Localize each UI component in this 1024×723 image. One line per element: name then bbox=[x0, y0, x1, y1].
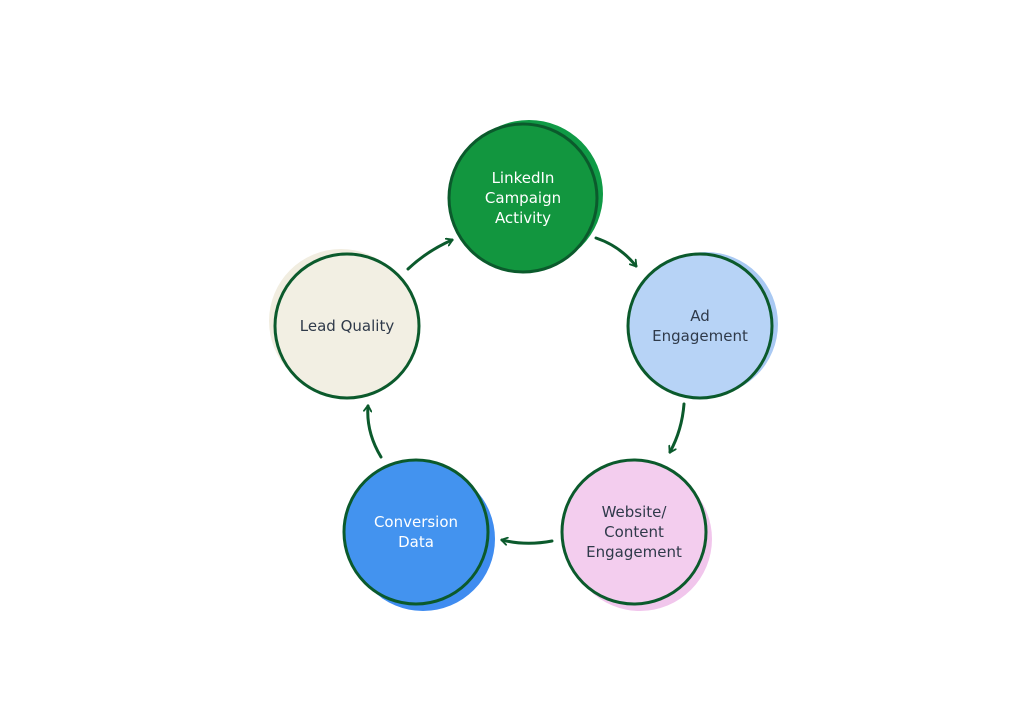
node-lead-circle bbox=[273, 252, 421, 400]
arrow-conversion-to-lead bbox=[368, 406, 383, 459]
cycle-arrows bbox=[368, 236, 686, 543]
arrow-website-to-conversion bbox=[502, 540, 554, 543]
node-website-label-line: Website/ bbox=[602, 503, 668, 521]
arrow-linkedin-to-ad bbox=[594, 236, 638, 268]
node-website-label-line: Content bbox=[604, 523, 664, 541]
node-lead-label-line: Lead Quality bbox=[300, 317, 395, 335]
node-linkedin-label-line: LinkedIn bbox=[492, 169, 555, 187]
arrow-ad-to-website bbox=[670, 402, 686, 452]
node-website-label-line: Engagement bbox=[586, 543, 682, 561]
node-ad-label-line: Engagement bbox=[652, 327, 748, 345]
cycle-nodes: LinkedInCampaignActivityAdEngagementWebs… bbox=[269, 120, 778, 611]
node-ad-label-line: Ad bbox=[690, 307, 710, 325]
node-conversion-label-line: Conversion bbox=[374, 513, 458, 531]
arrow-lead-to-linkedin bbox=[406, 240, 452, 271]
node-ad-circle bbox=[626, 252, 774, 400]
node-conversion-label-line: Data bbox=[398, 533, 434, 551]
node-linkedin-label-line: Activity bbox=[495, 209, 551, 227]
node-linkedin-label-line: Campaign bbox=[485, 189, 561, 207]
node-linkedin-circle bbox=[447, 122, 599, 274]
node-conversion-circle bbox=[342, 458, 490, 606]
node-website-circle bbox=[560, 458, 708, 606]
node-lead: Lead Quality bbox=[269, 249, 421, 400]
